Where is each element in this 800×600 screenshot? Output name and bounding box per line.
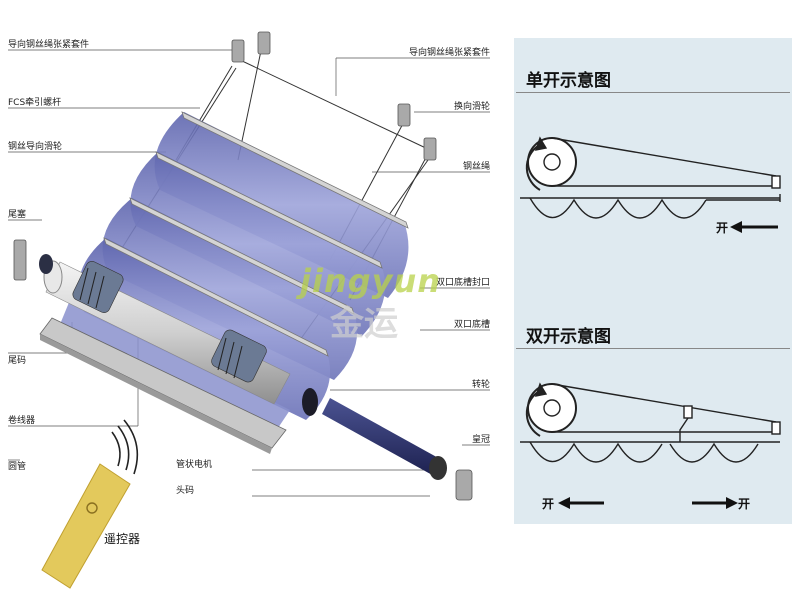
single-open-arrow	[730, 221, 778, 233]
double-open-direction-left: 开	[542, 497, 555, 511]
rotating-wheel-part	[302, 388, 318, 416]
double-open-arrow-right	[692, 497, 738, 509]
bottom-channel	[39, 317, 287, 454]
schematic-panel	[514, 38, 792, 524]
double-open-divider	[516, 348, 790, 349]
label-head-code: 头码	[176, 486, 195, 496]
single-open-divider	[516, 92, 790, 93]
end-plug-part	[39, 254, 53, 274]
leader-lines-right	[252, 57, 490, 497]
single-open-schematic	[520, 136, 781, 219]
label-rotating-wheel: 转轮	[471, 380, 490, 390]
remote-control	[41, 419, 139, 589]
watermark-chinese: 金运	[330, 304, 398, 344]
label-guide-pulley: 钢丝导向滑轮	[8, 142, 63, 152]
label-round-tube: 圆管	[8, 462, 27, 472]
label-double-groove-cap: 双口底槽封口	[435, 278, 490, 288]
label-crown: 皇冠	[471, 435, 490, 445]
label-remote: 遥控器	[104, 532, 141, 546]
single-open-title: 单开示意图	[526, 71, 611, 91]
watermark-latin: jingyun	[300, 262, 442, 300]
label-double-groove: 双口底槽	[453, 320, 490, 330]
label-fcs-screw: FCS牵引螺杆	[8, 98, 62, 108]
double-open-arrow-left	[558, 497, 604, 509]
label-winder: 卷线器	[8, 416, 36, 426]
single-open-direction: 开	[716, 221, 729, 235]
aluminium-rails	[103, 111, 409, 357]
mount-brackets	[13, 31, 473, 501]
label-tension-kit-right: 导向钢丝绳张紧套件	[408, 48, 490, 58]
double-open-schematic	[520, 382, 781, 463]
winder-tube	[43, 260, 291, 405]
label-tail-code: 尾码	[8, 356, 27, 366]
label-wire-rope: 钢丝绳	[462, 162, 490, 172]
label-tension-kit-left: 导向钢丝绳张紧套件	[8, 40, 90, 50]
label-end-plug: 尾塞	[8, 210, 27, 220]
double-open-title: 双开示意图	[526, 327, 611, 347]
double-open-direction-right: 开	[738, 497, 751, 511]
tube-motor	[322, 398, 447, 480]
label-direction-pulley: 换向滑轮	[453, 102, 490, 112]
label-tube-motor: 管状电机	[176, 460, 213, 470]
